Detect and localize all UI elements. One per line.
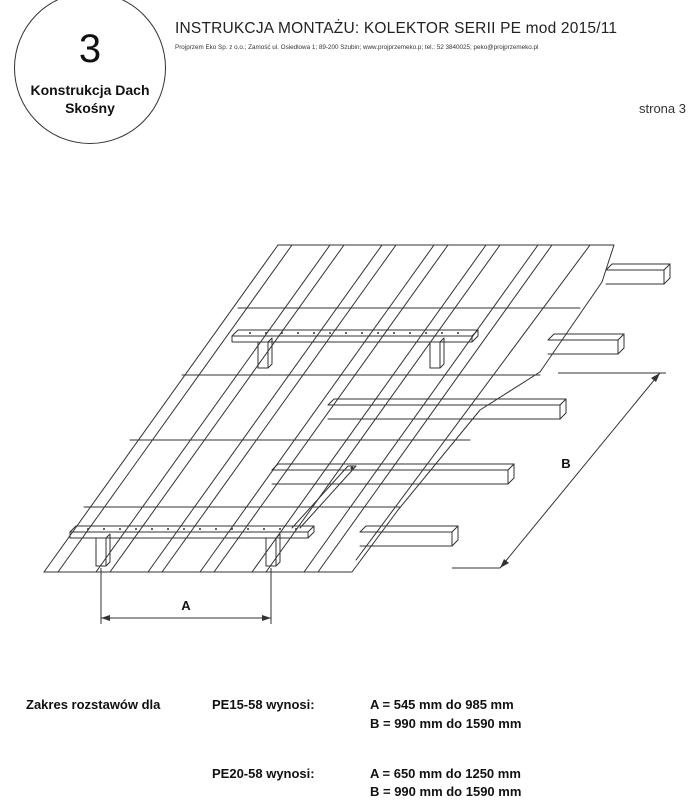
roof-batten bbox=[327, 398, 567, 420]
lower-mounting-rail bbox=[69, 525, 315, 539]
dimension-b-label: B bbox=[561, 456, 570, 471]
roof-sheet-outline bbox=[43, 244, 615, 573]
diagonal-support-bar bbox=[291, 465, 357, 529]
section-label: Konstrukcja Dach Skośny bbox=[15, 81, 165, 117]
dimension-b-arrow-top bbox=[651, 373, 660, 382]
model-pe15-range-b: B = 990 mm do 1590 mm bbox=[370, 716, 522, 731]
roof-batten bbox=[359, 525, 459, 547]
section-label-line2: Skośny bbox=[65, 100, 115, 116]
lower-bracket-right bbox=[265, 533, 281, 567]
section-badge: 3 Konstrukcja Dach Skośny bbox=[14, 0, 166, 144]
lower-bracket-left bbox=[95, 533, 111, 567]
dimension-a bbox=[100, 568, 272, 624]
dimension-b-arrow-bottom bbox=[500, 559, 509, 568]
company-contact: Projprzem Eko Sp. z o.o.; Zamość ul. Osi… bbox=[175, 44, 539, 51]
dimension-a-arrow-left bbox=[101, 615, 110, 621]
dimension-b bbox=[452, 372, 666, 569]
upper-bracket-left bbox=[257, 337, 273, 369]
dimension-a-arrow-right bbox=[262, 615, 271, 621]
rail-holes bbox=[87, 332, 459, 530]
spacing-range-intro: Zakres rozstawów dla bbox=[26, 697, 161, 712]
document-title: INSTRUKCJA MONTAŻU: KOLEKTOR SERII PE mo… bbox=[175, 20, 618, 37]
model-pe20-range-b: B = 990 mm do 1590 mm bbox=[370, 784, 522, 799]
roof-batten bbox=[605, 263, 671, 285]
model-name-pe20: PE20-58 wynosi: bbox=[212, 766, 315, 781]
model-name-pe15: PE15-58 wynosi: bbox=[212, 697, 315, 712]
model-pe15-range-a: A = 545 mm do 985 mm bbox=[370, 697, 514, 712]
roof-batten bbox=[271, 463, 515, 485]
roof-batten bbox=[547, 333, 625, 355]
page-number: strona 3 bbox=[639, 101, 686, 116]
model-pe20-range-a: A = 650 mm do 1250 mm bbox=[370, 766, 521, 781]
dimension-a-label: A bbox=[181, 598, 191, 613]
section-label-line1: Konstrukcja Dach bbox=[30, 82, 150, 98]
roof-corrugation bbox=[43, 244, 591, 573]
upper-bracket-right bbox=[429, 337, 445, 369]
section-number: 3 bbox=[78, 27, 102, 71]
upper-mounting-rail bbox=[231, 329, 479, 343]
